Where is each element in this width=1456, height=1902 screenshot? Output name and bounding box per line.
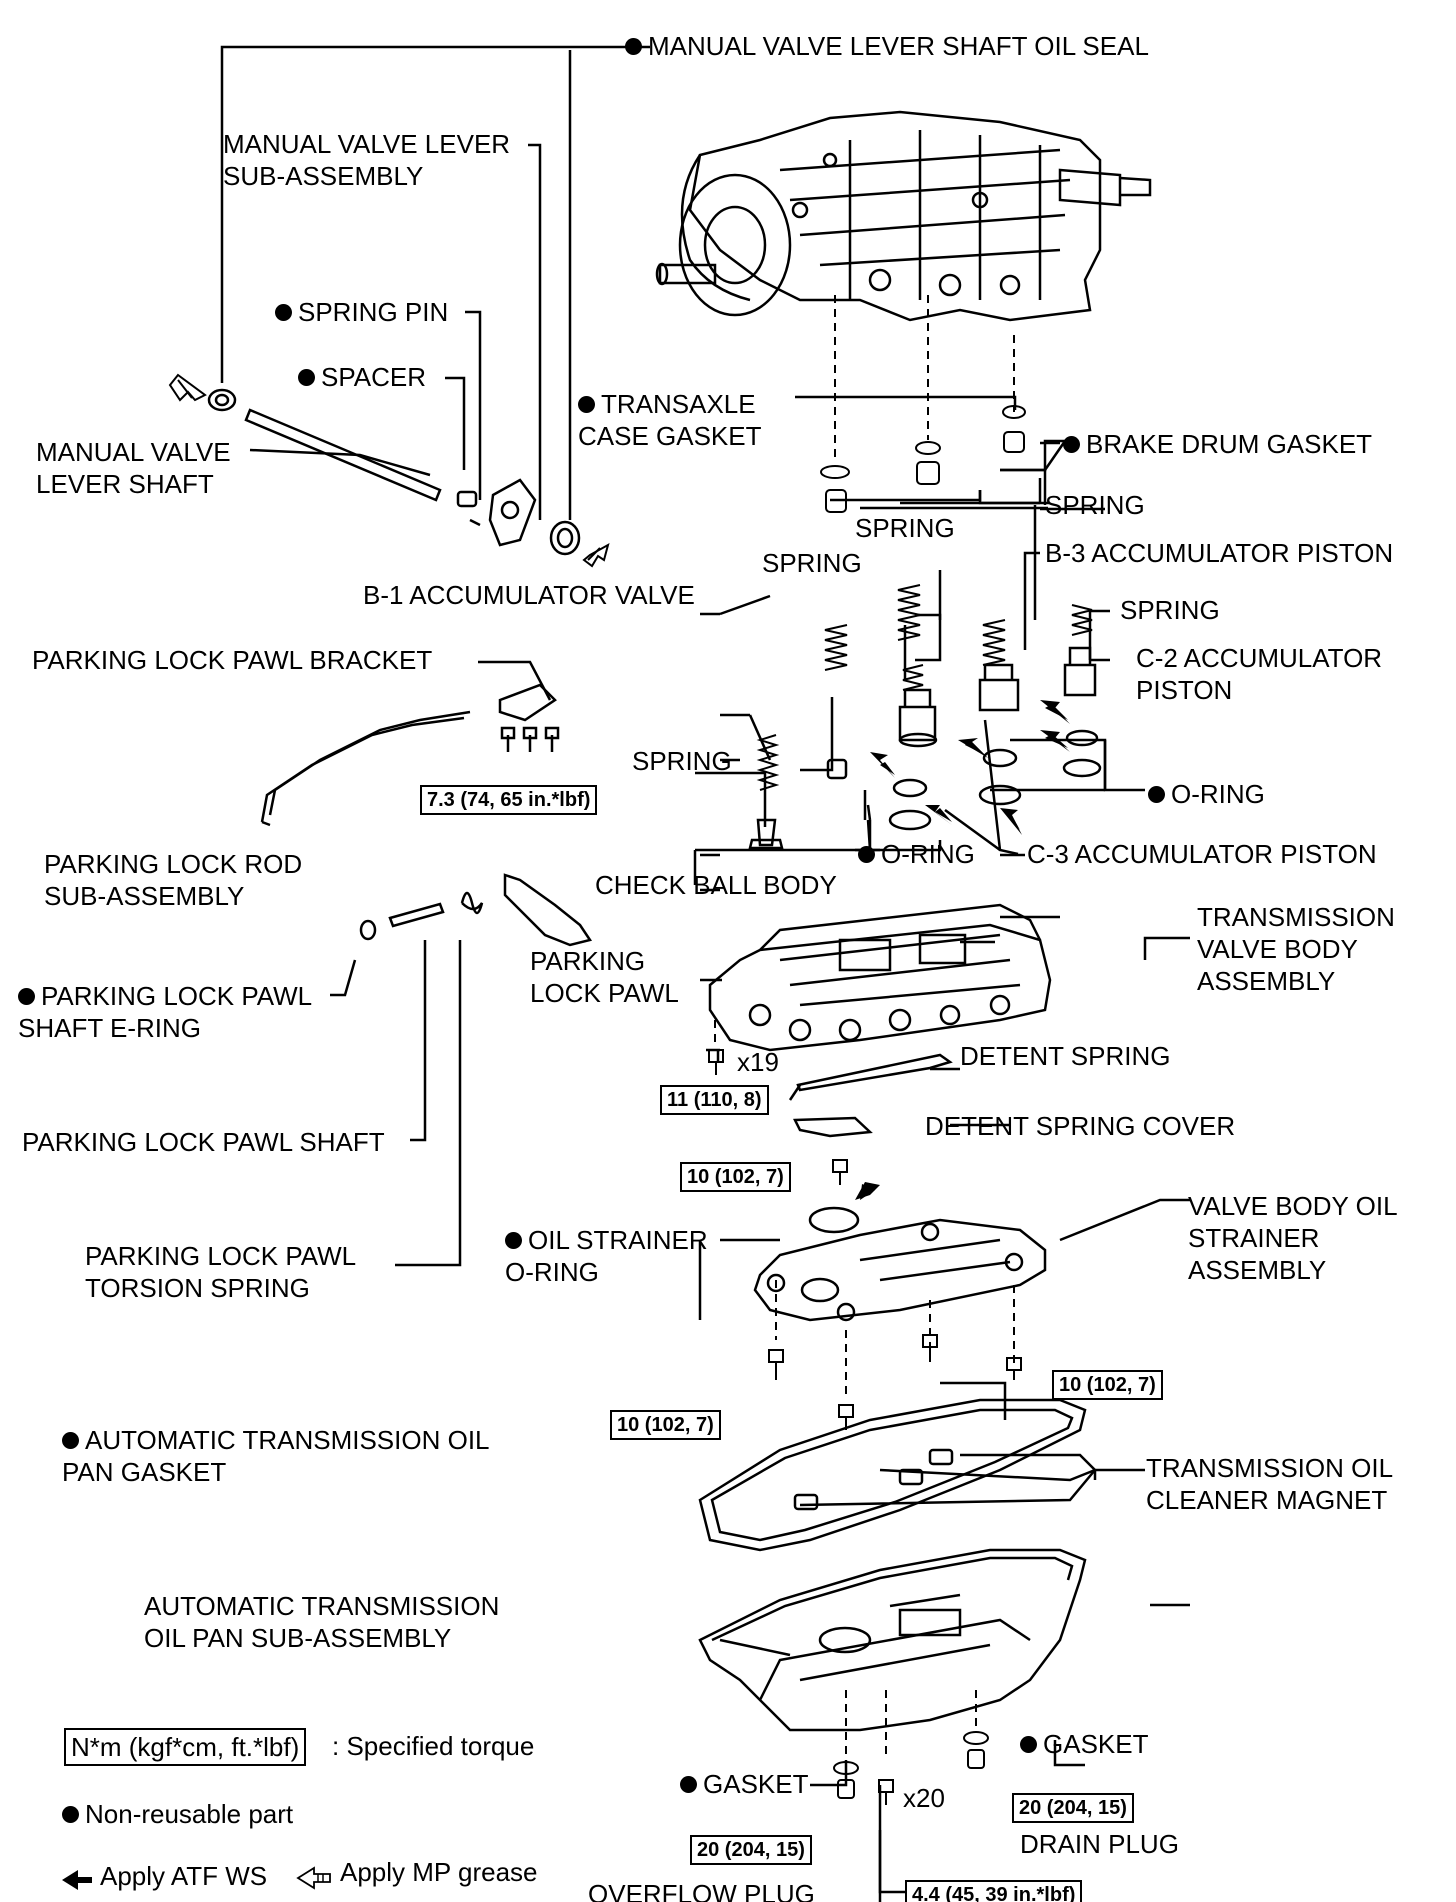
label-spacer: SPACER bbox=[298, 361, 426, 393]
o-rings bbox=[808, 729, 1102, 1234]
legend-atf: Apply ATF WS bbox=[100, 1861, 268, 1891]
label-e-ring: PARKING LOCK PAWL SHAFT E-RING bbox=[18, 981, 313, 1043]
label-valve-body: TRANSMISSION VALVE BODY ASSEMBLY bbox=[1197, 902, 1395, 996]
label-c2-piston: C-2 ACCUMULATOR PISTON bbox=[1136, 643, 1383, 705]
legend-grease: Apply MP grease bbox=[340, 1857, 538, 1887]
pistons bbox=[748, 646, 1097, 850]
label-strainer-o-ring: OIL STRAINER O-RING bbox=[505, 1225, 708, 1287]
label-spring-right: SPRING bbox=[1120, 595, 1220, 625]
case-gaskets bbox=[820, 405, 1026, 513]
label-check-ball-body: CHECK BALL BODY bbox=[595, 870, 837, 900]
torque-overflow-plug: 20 (204, 15) bbox=[690, 1835, 812, 1865]
label-lever-shaft: MANUAL VALVE LEVER SHAFT bbox=[36, 437, 231, 499]
label-spring-check: SPRING bbox=[632, 746, 732, 776]
torque-drain-plug: 20 (204, 15) bbox=[1012, 1793, 1134, 1823]
label-detent-spring-cover: DETENT SPRING COVER bbox=[925, 1111, 1236, 1141]
label-spring-mid: SPRING bbox=[855, 513, 955, 543]
atf-arrows bbox=[855, 700, 1070, 1200]
torque-bracket-bolts: 7.3 (74, 65 in.*lbf) bbox=[420, 785, 598, 815]
label-pawl-bracket: PARKING LOCK PAWL BRACKET bbox=[32, 645, 433, 675]
label-lever-sub-assembly: MANUAL VALVE LEVER SUB-ASSEMBLY bbox=[223, 129, 511, 191]
label-spring-pin: SPRING PIN bbox=[275, 296, 448, 328]
torque-detent-bolt: 10 (102, 7) bbox=[680, 1162, 791, 1192]
plugs bbox=[833, 1731, 989, 1799]
label-b3-piston: B-3 ACCUMULATOR PISTON bbox=[1045, 538, 1394, 568]
label-spring-top: SPRING bbox=[1045, 490, 1145, 520]
label-o-ring-right: O-RING bbox=[1148, 778, 1265, 810]
label-b1-valve: B-1 ACCUMULATOR VALVE bbox=[363, 580, 695, 610]
torque-pan-bolts: 4.4 (45, 39 in.*lbf) bbox=[905, 1880, 1083, 1902]
non-reusable-dot-icon bbox=[858, 845, 875, 863]
label-brake-drum-gasket: BRAKE DRUM GASKET bbox=[1063, 428, 1372, 460]
dashed-guides bbox=[714, 295, 1015, 1760]
non-reusable-dot-icon bbox=[62, 1431, 79, 1449]
non-reusable-dot-icon bbox=[625, 37, 642, 55]
torque-strainer-bolts-left: 10 (102, 7) bbox=[610, 1410, 721, 1440]
legend-symbols bbox=[62, 1866, 331, 1890]
label-c3-piston: C-3 ACCUMULATOR PISTON bbox=[1027, 839, 1377, 869]
label-rod-sub-assembly: PARKING LOCK ROD SUB-ASSEMBLY bbox=[44, 849, 303, 911]
grease-arrows bbox=[168, 373, 610, 568]
label-torsion-spring: PARKING LOCK PAWL TORSION SPRING bbox=[85, 1241, 357, 1303]
label-bolt-count-top: x19 bbox=[737, 1047, 779, 1077]
oil-strainer bbox=[753, 1218, 1047, 1322]
non-reusable-dot-icon bbox=[578, 395, 595, 413]
non-reusable-dot-icon bbox=[1020, 1735, 1037, 1753]
label-spring-left: SPRING bbox=[762, 548, 862, 578]
parking-lock-parts bbox=[260, 683, 593, 947]
non-reusable-dot-icon bbox=[275, 303, 292, 321]
label-gasket-right: GASKET bbox=[1020, 1728, 1148, 1760]
label-o-ring-left: O-RING bbox=[858, 838, 975, 870]
label-pawl-shaft: PARKING LOCK PAWL SHAFT bbox=[22, 1127, 385, 1157]
label-transaxle-case-gasket: TRANSAXLE CASE GASKET bbox=[578, 389, 762, 451]
label-oil-pan: AUTOMATIC TRANSMISSION OIL PAN SUB-ASSEM… bbox=[144, 1591, 500, 1653]
label-bolt-count-pan: x20 bbox=[903, 1783, 945, 1813]
non-reusable-dot-icon bbox=[680, 1775, 697, 1793]
label-cleaner-magnet: TRANSMISSION OIL CLEANER MAGNET bbox=[1146, 1453, 1394, 1515]
legend-torque-text: : Specified torque bbox=[332, 1731, 535, 1761]
label-parking-lock-pawl: PARKING LOCK PAWL bbox=[530, 946, 679, 1008]
lever-parts bbox=[207, 388, 581, 556]
label-lever-shaft-oil-seal: MANUAL VALVE LEVER SHAFT OIL SEAL bbox=[625, 30, 1149, 62]
label-overflow-plug: OVERFLOW PLUG bbox=[588, 1879, 815, 1902]
non-reusable-dot-icon bbox=[505, 1231, 522, 1249]
label-gasket-left: GASKET bbox=[680, 1768, 808, 1800]
label-detent-spring: DETENT SPRING bbox=[960, 1041, 1171, 1071]
valve-body bbox=[708, 903, 1052, 1052]
non-reusable-dot-icon bbox=[1063, 435, 1080, 453]
label-strainer-assembly: VALVE BODY OIL STRAINER ASSEMBLY bbox=[1188, 1191, 1398, 1285]
label-drain-plug: DRAIN PLUG bbox=[1020, 1829, 1179, 1859]
label-oil-pan-gasket: AUTOMATIC TRANSMISSION OIL PAN GASKET bbox=[62, 1425, 490, 1487]
oil-pan bbox=[698, 1548, 1087, 1732]
non-reusable-dot-icon bbox=[62, 1805, 79, 1823]
legend-non-reusable: Non-reusable part bbox=[62, 1798, 293, 1830]
torque-valve-body-bolts: 11 (110, 8) bbox=[660, 1085, 769, 1115]
non-reusable-dot-icon bbox=[18, 987, 35, 1005]
legend-torque-box: N*m (kgf*cm, ft.*lbf) bbox=[64, 1728, 307, 1766]
non-reusable-dot-icon bbox=[298, 368, 315, 386]
pan-gasket bbox=[698, 1398, 1087, 1552]
transmission-case bbox=[655, 110, 1152, 322]
torque-strainer-bolts-right: 10 (102, 7) bbox=[1052, 1370, 1163, 1400]
detent-parts bbox=[788, 1053, 953, 1138]
non-reusable-dot-icon bbox=[1148, 785, 1165, 803]
springs bbox=[756, 584, 1093, 791]
